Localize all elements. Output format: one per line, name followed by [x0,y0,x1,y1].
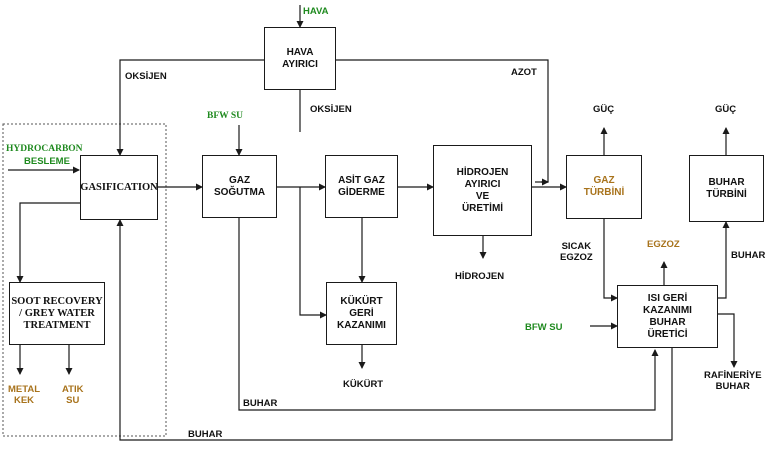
air-label: HAVA [303,6,329,17]
metal-cake-label: METAL KEK [8,384,41,406]
nitrogen-label: AZOT [511,67,537,78]
acid-gas-removal-box: ASİT GAZ GİDERME [325,155,398,218]
sulfur-recovery-box: KÜKÜRT GERİ KAZANIMI [326,282,397,345]
gas-turbine-power-label: GÜÇ [593,104,615,115]
oxygen-to-sulfur-line [299,187,327,319]
cooling-steam-to-hrsg-arrow [238,218,659,411]
gasification-box: GASIFICATION [80,155,158,220]
exhaust-label: EGZOZ [647,239,680,250]
hrsg-steam-to-gasification-arrow [116,219,673,441]
heat-recovery-steam-generator-box: ISI GERİ KAZANIMI BUHAR ÜRETİCİ [617,285,718,348]
hydrogen-separator-box: HİDROJEN AYIRICI VE ÜRETİMİ [433,145,532,236]
steam-label-bottom: BUHAR [188,429,223,440]
hydrogen-label: HİDROJEN [455,271,505,282]
gas-turbine-label-bottom: TÜRBİNİ [583,187,625,198]
steam-turbine-box: BUHAR TÜRBİNİ [689,155,764,222]
refinery-steam-arrow [718,313,738,368]
oxygen-label-left: OKSİJEN [125,71,167,82]
steam-label-right: BUHAR [731,250,766,261]
refinery-steam-label: RAFİNERİYE BUHAR [704,370,762,392]
gas-cooling-box: GAZ SOĞUTMA [202,155,277,218]
oxygen-to-gasification-arrow [116,59,264,156]
hydrocarbon-label: HYDROCARBON [6,144,83,154]
hrsg-steam-to-turbine-arrow [718,221,730,299]
steam-turbine-power-label: GÜÇ [715,104,737,115]
gasification-area-frame [2,123,167,437]
oxygen-label-mid: OKSİJEN [310,104,352,115]
gasification-to-soot-arrow [16,202,80,283]
feed-label: BESLEME [24,156,70,167]
air-separator-box: HAVA AYIRICI [264,27,336,90]
bfw-water-label-bottom: BFW SU [525,322,563,333]
gas-turbine-label-top: GAZ [593,175,615,186]
hot-exhaust-arrow [603,219,618,302]
bfw-water-label-top: BFW SU [207,111,243,121]
hot-exhaust-label: SICAK EGZOZ [560,241,593,263]
soot-recovery-box: SOOT RECOVERY / GREY WATER TREATMENT [9,282,105,345]
waste-water-label: ATIK SU [62,384,84,406]
gas-turbine-box: GAZ TÜRBİNİ [566,155,642,219]
sulfur-label: KÜKÜRT [343,379,384,390]
steam-label-mid: BUHAR [243,398,278,409]
